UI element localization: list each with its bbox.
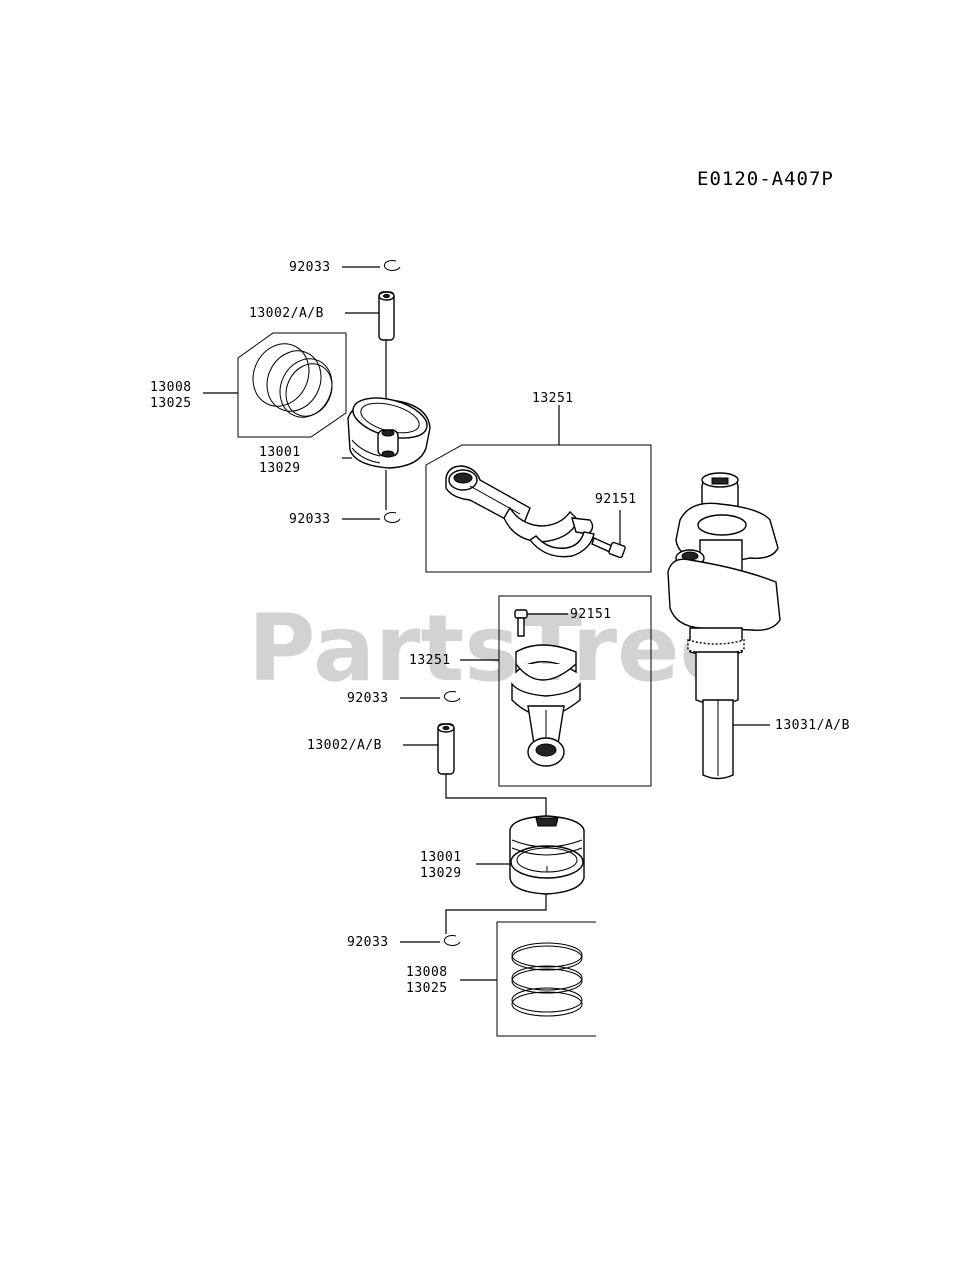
snap-ring-bottom-2[interactable] bbox=[443, 934, 461, 946]
callout-snap-ring-bottom-1[interactable]: 92033 bbox=[289, 512, 331, 527]
callout-snap-ring-bottom-2[interactable]: 92033 bbox=[347, 935, 389, 950]
callout-pin-1[interactable]: 13002/A/B bbox=[249, 306, 324, 321]
callout-piston-2-b[interactable]: 13029 bbox=[420, 866, 462, 881]
callout-snap-ring-top-1[interactable]: 92033 bbox=[289, 260, 331, 275]
snap-ring-top-2[interactable] bbox=[443, 690, 461, 702]
watermark: PartsTree bbox=[248, 595, 742, 702]
piston-2[interactable] bbox=[509, 815, 585, 895]
callout-crankshaft[interactable]: 13031/A/B bbox=[775, 718, 850, 733]
bolt-1[interactable] bbox=[591, 537, 626, 559]
callout-rod-2[interactable]: 13251 bbox=[409, 653, 451, 668]
callout-rings-1-a[interactable]: 13008 bbox=[150, 380, 192, 395]
piston-1[interactable] bbox=[347, 391, 431, 469]
callout-bolt-2[interactable]: 92151 bbox=[570, 607, 612, 622]
callout-piston-2-a[interactable]: 13001 bbox=[420, 850, 462, 865]
callout-pin-2[interactable]: 13002/A/B bbox=[307, 738, 382, 753]
piston-rings-2[interactable] bbox=[511, 942, 583, 1017]
callout-rod-1[interactable]: 13251 bbox=[532, 391, 574, 406]
piston-rings-1[interactable] bbox=[237, 332, 347, 438]
connecting-rod-2[interactable] bbox=[511, 644, 581, 767]
piston-pin-1[interactable] bbox=[378, 291, 395, 341]
callout-piston-1-a[interactable]: 13001 bbox=[259, 445, 301, 460]
callout-rings-2-b[interactable]: 13025 bbox=[406, 981, 448, 996]
callout-rings-1-b[interactable]: 13025 bbox=[150, 396, 192, 411]
snap-ring-bottom-1[interactable] bbox=[383, 511, 401, 523]
callout-piston-1-b[interactable]: 13029 bbox=[259, 461, 301, 476]
callout-rings-2-a[interactable]: 13008 bbox=[406, 965, 448, 980]
crankshaft[interactable] bbox=[667, 472, 781, 780]
callout-snap-ring-top-2[interactable]: 92033 bbox=[347, 691, 389, 706]
piston-pin-2[interactable] bbox=[437, 723, 455, 775]
callout-bolt-1[interactable]: 92151 bbox=[595, 492, 637, 507]
diagram-code: E0120-A407P bbox=[697, 168, 834, 190]
snap-ring-top-1[interactable] bbox=[383, 259, 401, 271]
connecting-rod-1[interactable] bbox=[445, 465, 595, 558]
